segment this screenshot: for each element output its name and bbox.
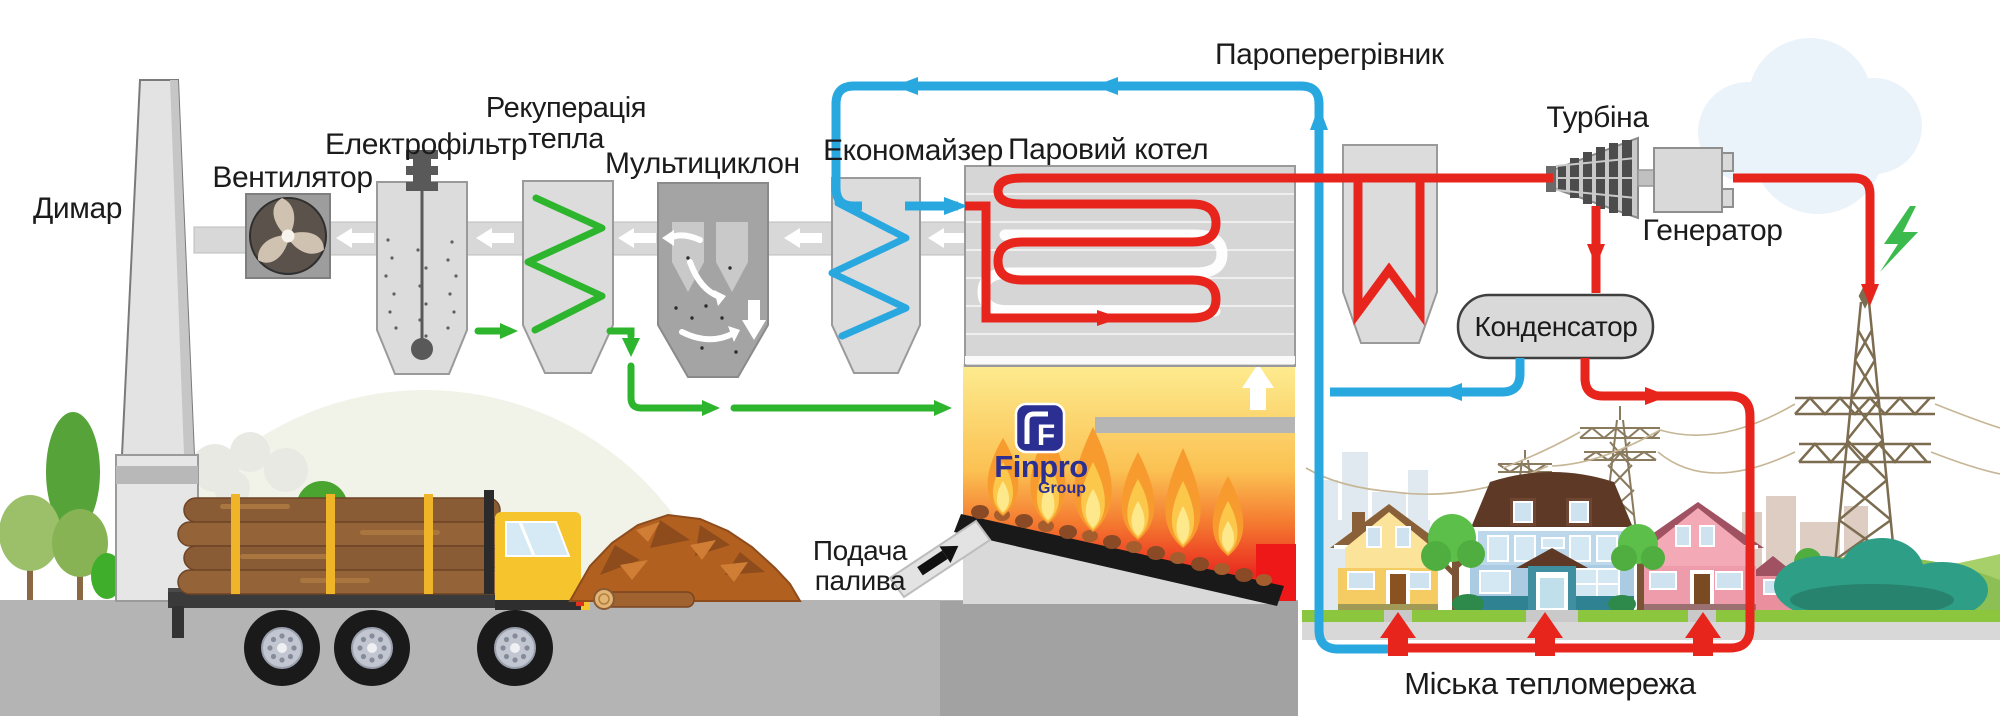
steam-boiler <box>964 165 1296 367</box>
label-boiler: Паровий котел <box>1008 133 1209 166</box>
finpro-brand-sub: Group <box>1038 480 1086 497</box>
label-condenser: Конденсатор <box>1474 311 1638 342</box>
wood-chips-pile <box>568 513 802 610</box>
fuel-feed-arrow-icon <box>917 545 959 576</box>
log-truck <box>168 490 590 687</box>
furnace-draft-arrow-icon <box>1242 364 1274 410</box>
finpro-brand-name: Finpro <box>994 449 1088 484</box>
flames <box>987 427 1244 556</box>
furnace-beam <box>1095 417 1295 433</box>
logs <box>177 497 507 595</box>
smoke-puffs <box>191 432 308 506</box>
turbine <box>1546 136 1639 220</box>
house-center <box>1470 472 1634 612</box>
fuel-conveyor <box>888 519 992 599</box>
electrofilter-vessel <box>376 150 468 375</box>
city-grass <box>1302 610 2000 622</box>
teal-bushes <box>1774 538 1988 618</box>
steam-pipe-hot <box>965 173 1875 653</box>
multicyclone-vessel <box>657 182 769 378</box>
label-heat-recovery: Рекуперація тепла <box>485 92 647 156</box>
condenser <box>1456 293 1655 360</box>
label-generator: Генератор <box>1642 214 1783 247</box>
label-fuel-supply: Подача палива <box>812 535 908 597</box>
furnace-pedestal <box>940 601 1298 716</box>
dust-particles <box>384 238 458 338</box>
fuel-lumps <box>971 505 1272 586</box>
recovered-heat-arrows <box>500 323 952 416</box>
house-yellow <box>1330 504 1448 613</box>
log-straps <box>231 494 433 594</box>
label-electrofilter: Електрофільтр <box>325 128 528 161</box>
recovered-heat-pipe <box>474 327 940 412</box>
label-turbine: Турбіна <box>1546 101 1649 134</box>
finpro-logo-icon: F <box>1014 402 1066 454</box>
economizer-vessel <box>828 177 921 374</box>
power-tower-mid <box>1579 406 1661 533</box>
label-superheater: Пароперегрівник <box>1215 38 1444 71</box>
cyclone-dust <box>674 256 738 354</box>
steam-arrows <box>1097 244 1879 405</box>
city-road <box>1302 622 2000 640</box>
generator <box>1653 147 1734 213</box>
truck-cab <box>495 512 590 610</box>
lightning-icon <box>1880 206 1918 272</box>
heat-recovery-vessel <box>522 180 614 374</box>
fuel-grate <box>954 514 1284 606</box>
log-stake <box>484 490 494 594</box>
svg-text:F: F <box>1037 419 1055 452</box>
label-chimney: Димар <box>32 192 123 225</box>
label-fan: Вентилятор <box>212 161 373 194</box>
label-multicyclone: Мультициклон <box>605 147 800 180</box>
label-heat-network: Міська тепломережа <box>1404 666 1696 701</box>
furnace: F <box>954 364 1296 606</box>
label-economizer: Економайзер <box>823 134 1003 167</box>
turbine-shaft <box>1637 169 1655 187</box>
fan-unit <box>245 193 331 279</box>
cloud-top-right <box>1698 38 1922 214</box>
city-trees <box>1421 514 1822 614</box>
feedwater-arrows <box>894 77 1462 401</box>
